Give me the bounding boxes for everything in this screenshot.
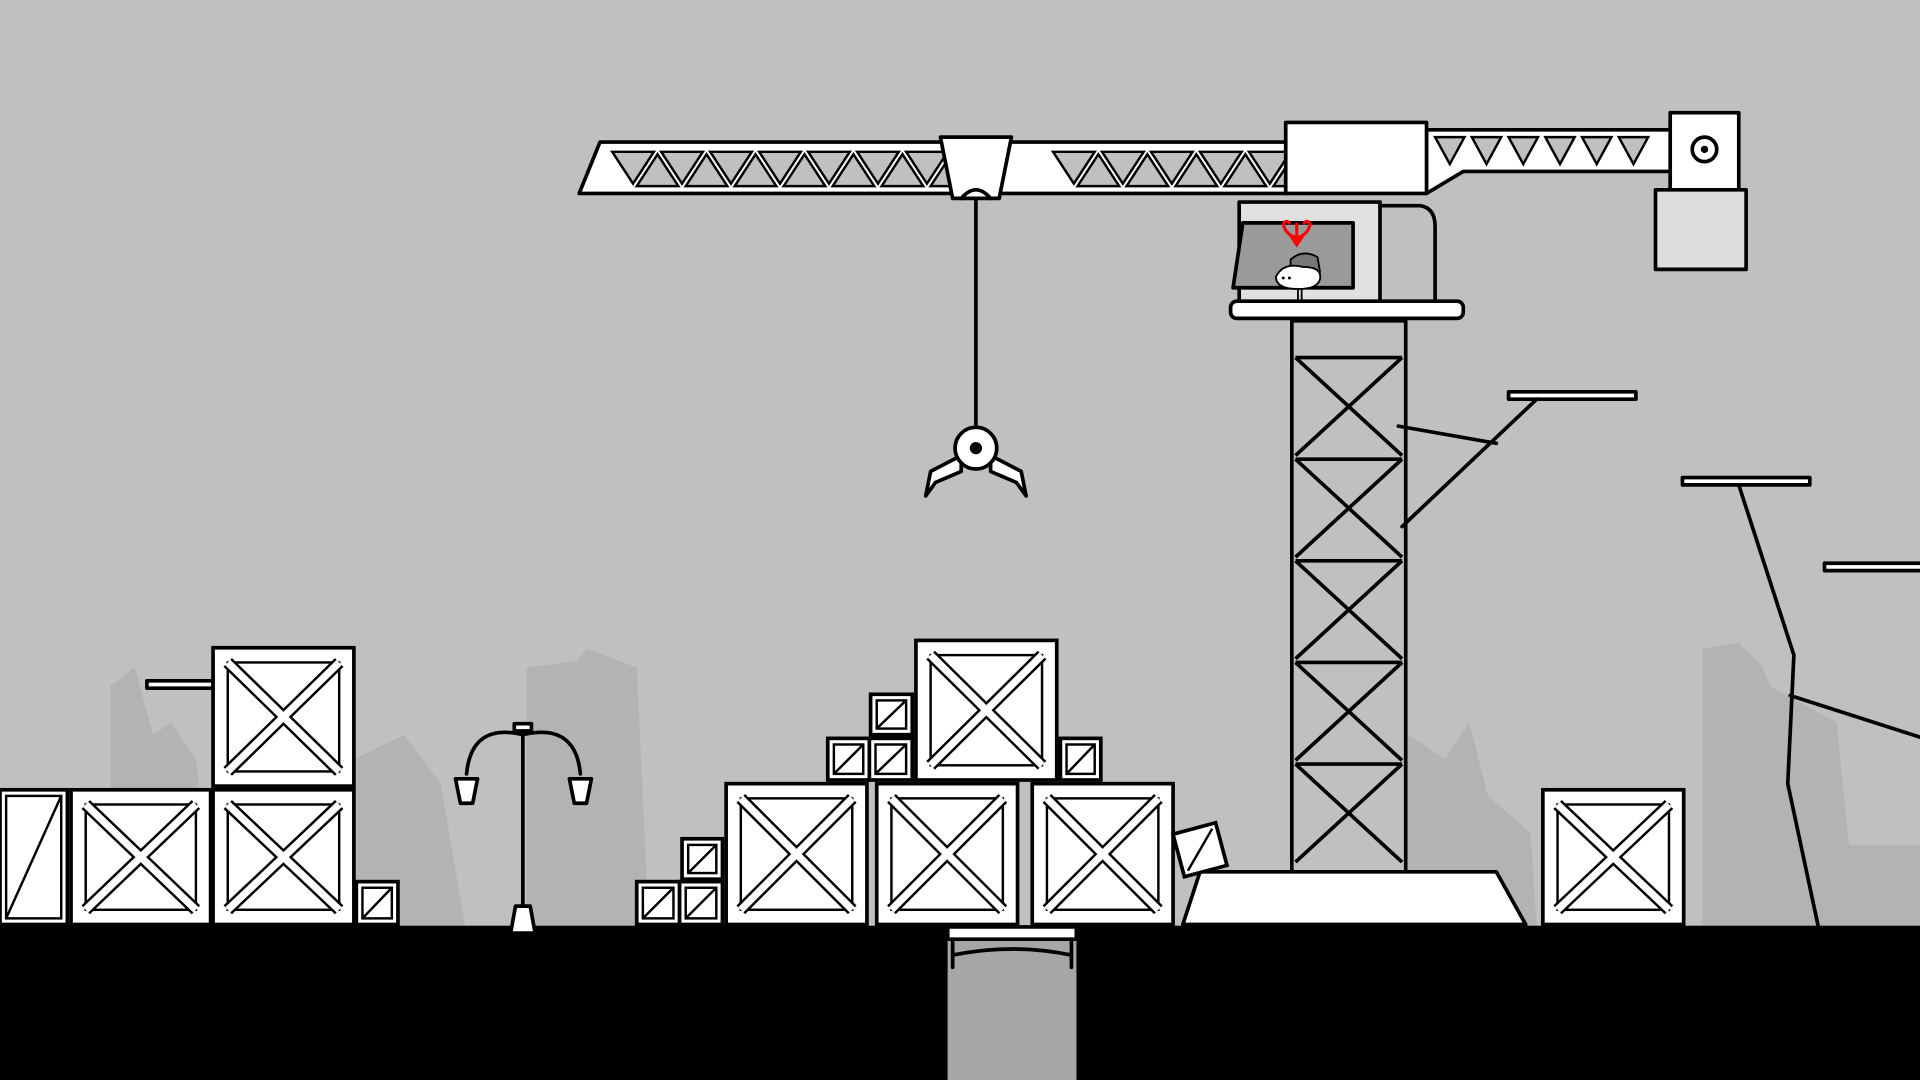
tower-brace [1294,558,1404,661]
cab-floor [1228,299,1466,321]
truss-triangle [854,150,902,186]
truss-triangle [1124,152,1171,188]
truss-triangle [1616,135,1651,167]
wooden-crate[interactable] [211,645,356,788]
tower-crane [577,110,1748,927]
truss-triangle [658,150,706,186]
truss-triangle [1197,150,1244,186]
truss-triangle [903,150,951,186]
truss-triangle [609,150,657,186]
truss-triangle [707,150,755,186]
crane-trolley [938,135,1014,201]
truss-triangle [1506,135,1541,167]
crane-base [1181,870,1528,927]
wooden-crate[interactable] [211,787,356,927]
platform[interactable] [145,678,215,690]
ground-right [1076,925,1920,1080]
crane-slewing-unit [1283,120,1429,196]
tower-brace [1294,355,1404,457]
ground-left [0,925,948,1080]
platform-strut [1396,397,1539,529]
truss-triangle [1075,152,1122,188]
wooden-crate[interactable] [874,781,1020,927]
truss-triangle [1050,150,1097,186]
tower-brace [1294,660,1404,762]
wooden-crate[interactable] [914,638,1059,782]
cab-window [1231,221,1355,290]
wooden-crate[interactable] [1170,820,1230,880]
truss-triangle [756,150,804,186]
truss-triangle [781,152,828,188]
truss-triangle [1173,152,1220,188]
wooden-crate[interactable] [1058,736,1103,782]
truss-triangle [879,152,926,188]
wooden-crate[interactable] [825,736,872,782]
truss-triangle [1246,150,1293,186]
truss-triangle [1222,152,1269,188]
platforms[interactable] [145,390,1920,929]
truss-triangle [732,152,779,188]
truss-triangle [1469,135,1504,167]
truss-triangle [634,152,681,188]
wooden-crate[interactable] [0,787,70,927]
bridge [945,925,1079,970]
wooden-crate[interactable] [634,879,682,927]
truss-triangle [805,150,853,186]
platform[interactable] [1506,390,1638,402]
player-character[interactable] [1274,252,1322,302]
wooden-crate[interactable] [677,879,725,927]
wooden-crate[interactable] [724,781,869,927]
wooden-crate[interactable] [69,787,213,927]
red-antler-marker-icon [1281,219,1312,248]
truss-triangle [1433,135,1467,167]
street-lamp [453,721,594,935]
crates [0,638,1686,927]
platform[interactable] [1680,475,1812,487]
wooden-crate[interactable] [680,836,725,882]
wooden-crate[interactable] [1541,787,1686,927]
tower-brace [1294,457,1404,559]
truss-triangle [683,152,730,188]
wooden-crate[interactable] [354,879,400,927]
truss-triangle [1099,150,1146,186]
truss-triangle [1543,135,1577,167]
crane-claw[interactable] [923,425,1028,498]
wooden-crate[interactable] [868,692,915,737]
truss-triangle [1579,135,1614,167]
platform[interactable] [1822,561,1920,573]
truss-triangle [830,152,877,188]
tower-brace [1294,762,1404,864]
platform-strut [1736,483,1920,929]
wooden-crate[interactable] [867,736,915,782]
wooden-crate[interactable] [1030,781,1175,927]
truss-triangle [1148,150,1195,186]
